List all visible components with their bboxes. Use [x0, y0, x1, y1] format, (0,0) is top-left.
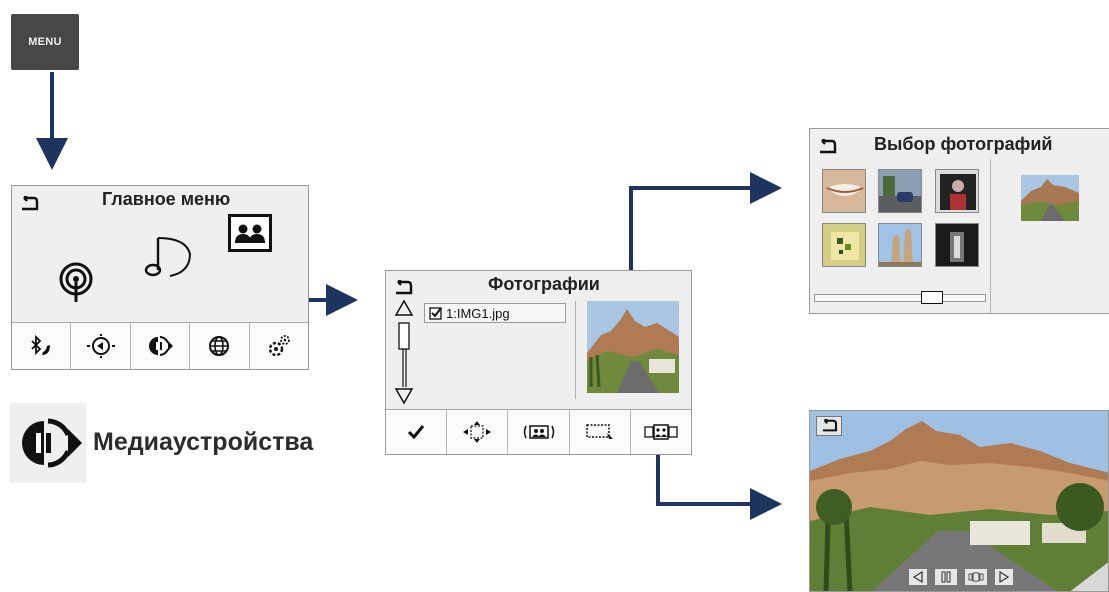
file-name: 1:IMG1.jpg: [446, 305, 510, 321]
back-arrow-icon[interactable]: [817, 139, 837, 155]
photos-tabbar: [386, 409, 691, 454]
main-menu-screen: Главное меню: [11, 185, 309, 370]
scroll-thumb[interactable]: [921, 291, 943, 304]
previous-icon: [912, 571, 923, 583]
tab-internet[interactable]: [190, 323, 250, 369]
settings-gears-icon: [268, 335, 290, 357]
tab-settings[interactable]: [250, 323, 308, 369]
pause-icon: [941, 571, 951, 583]
fullscreen-photo: [810, 411, 1108, 591]
media-icon: [149, 336, 174, 356]
slideshow-screen: [809, 410, 1109, 592]
photo-preview: [587, 301, 679, 393]
menu-button-label: MENU: [28, 36, 62, 48]
menu-button[interactable]: MENU: [11, 14, 79, 70]
photo-strip-button[interactable]: [964, 568, 988, 586]
list-scrollbar[interactable]: [394, 299, 414, 405]
photos-title: Фотографии: [488, 274, 600, 294]
bluetooth-phone-icon: [31, 335, 51, 356]
tab-photo-strip[interactable]: [631, 410, 691, 454]
tab-bluetooth-phone[interactable]: [12, 323, 72, 369]
crop-select-icon: [585, 424, 613, 439]
photos-icon[interactable]: [228, 214, 272, 252]
tab-confirm[interactable]: [386, 410, 448, 454]
thumbnail-person[interactable]: [935, 169, 979, 213]
file-list-item[interactable]: 1:IMG1.jpg: [424, 303, 566, 323]
divider: [575, 301, 576, 399]
horizontal-scrollbar[interactable]: [814, 294, 986, 302]
tab-navigation[interactable]: [71, 323, 131, 369]
music-note-icon[interactable]: [142, 232, 196, 280]
selected-photo-preview: [1021, 175, 1079, 221]
main-menu-title: Главное меню: [102, 189, 231, 209]
media-play-pause-icon: [22, 418, 82, 468]
internet-globe-icon: [209, 336, 230, 356]
previous-button[interactable]: [908, 568, 928, 586]
next-icon: [999, 571, 1010, 583]
back-arrow-icon: [822, 419, 838, 432]
photo-strip-icon: [968, 572, 984, 582]
pause-button[interactable]: [934, 568, 958, 586]
tab-rotate[interactable]: [508, 410, 570, 454]
main-menu-tabbar: [12, 322, 308, 369]
checkmark-icon: [408, 425, 425, 440]
checkbox-checked-icon[interactable]: [429, 306, 442, 320]
photo-select-screen: Выбор фотографий: [809, 128, 1109, 314]
move-arrows-icon: [463, 421, 492, 443]
back-arrow-icon[interactable]: [19, 196, 39, 212]
thumbnail-yellow-art[interactable]: [822, 223, 866, 267]
back-arrow-icon[interactable]: [393, 280, 413, 296]
navigation-icon: [86, 334, 115, 358]
rotate-photo-icon: [523, 425, 554, 439]
radio-antenna-icon[interactable]: [56, 260, 96, 304]
tab-move[interactable]: [447, 410, 509, 454]
tab-crop[interactable]: [570, 410, 631, 454]
thumbnail-dark-interior[interactable]: [935, 223, 979, 267]
media-legend-label: Медиаустройства: [93, 428, 314, 456]
thumbnail-temple[interactable]: [878, 223, 922, 267]
photos-screen: Фотографии 1:IMG1.jpg: [385, 270, 692, 455]
back-button[interactable]: [816, 416, 842, 436]
photo-select-title: Выбор фотографий: [874, 134, 1053, 154]
thumbnail-teeth[interactable]: [822, 169, 866, 213]
thumbnail-car-street[interactable]: [878, 169, 922, 213]
next-button[interactable]: [994, 568, 1014, 586]
divider: [990, 159, 991, 313]
arrow-photos-to-slideshow: [656, 454, 782, 520]
media-legend-icon: [10, 403, 86, 483]
tab-media[interactable]: [131, 323, 191, 369]
photo-strip-icon: [644, 424, 678, 440]
